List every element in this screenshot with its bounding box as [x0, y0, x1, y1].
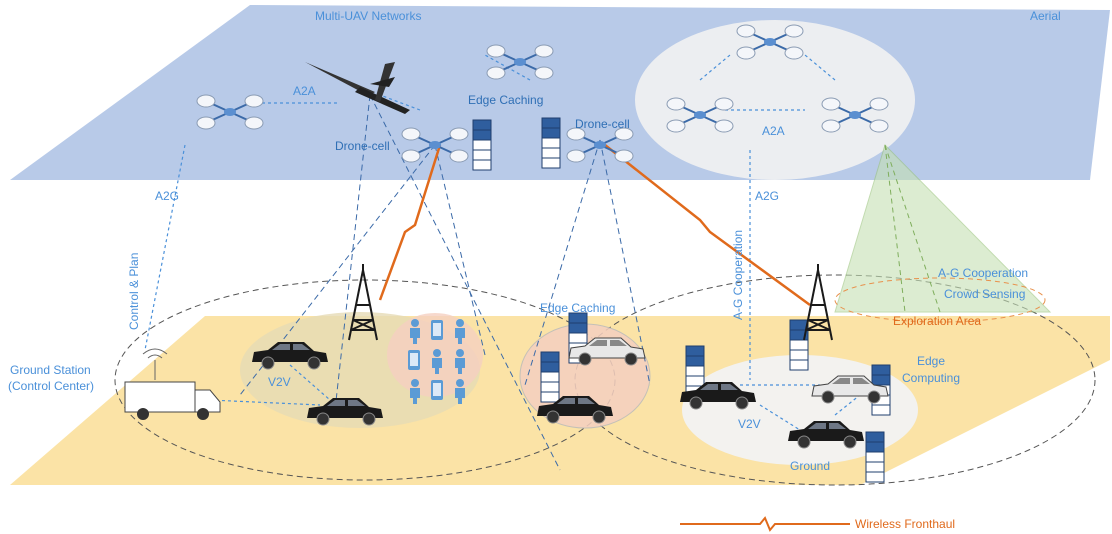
- fronthaul-link-1: [378, 144, 442, 301]
- edge-caching-aerial-label: Edge Caching: [468, 93, 543, 107]
- truck-icon: [124, 348, 221, 420]
- cache-stack-icon: [541, 117, 561, 169]
- v2v-left-label: V2V: [268, 375, 291, 389]
- a2a-cluster-zone: [635, 20, 915, 180]
- a2a-left-label: A2A: [293, 84, 316, 98]
- computing-label: Computing: [902, 371, 960, 385]
- coverage-circle-right: [574, 274, 1096, 486]
- a2a-right-label: A2A: [762, 124, 785, 138]
- ground-station-label: Ground Station: [10, 363, 91, 377]
- fronthaul-link-2: [604, 144, 811, 307]
- wireless-fronthaul-legend-line: [680, 516, 850, 532]
- control-plan-label: Control & Plan: [127, 253, 141, 330]
- ag-cooperation-label: A-G Cooperation: [938, 266, 1028, 280]
- wireless-fronthaul-legend-label: Wireless Fronthaul: [855, 517, 955, 531]
- exploration-area-label: Exploration Area: [893, 314, 981, 328]
- a2g-left-label: A2G: [155, 189, 179, 203]
- sensing-cone: [834, 144, 1052, 313]
- ag-cooperation-vertical-label: A-G Cooperation: [731, 230, 745, 320]
- crowd-users: [408, 319, 465, 404]
- drone-cell-right-label: Drone-cell: [575, 117, 630, 131]
- cache-stack-icon: [472, 119, 492, 171]
- smartphone-icon: [408, 350, 420, 370]
- smartphone-icon: [431, 380, 443, 400]
- multi-uav-networks-label: Multi-UAV Networks: [315, 9, 421, 23]
- control-center-label: (Control Center): [8, 379, 94, 393]
- fixed-wing-uav-icon: [305, 62, 410, 114]
- edge-caching-ground-label: Edge Caching: [540, 301, 615, 315]
- exploration-area: [834, 277, 1046, 323]
- cache-stack-icon: [540, 351, 560, 403]
- v2v-right-label: V2V: [738, 417, 761, 431]
- a2g-right-label: A2G: [755, 189, 779, 203]
- crowd-sensing-label: Crowd Sensing: [944, 287, 1025, 301]
- cache-stack-icon: [789, 319, 809, 371]
- cache-stack-icon: [865, 431, 885, 483]
- smartphone-icon: [431, 320, 443, 340]
- aerial-plane-label: Aerial: [1030, 9, 1061, 23]
- drone-cell-left-label: Drone-cell: [335, 139, 390, 153]
- edge-label: Edge: [917, 354, 945, 368]
- ground-plane-label: Ground: [790, 459, 830, 473]
